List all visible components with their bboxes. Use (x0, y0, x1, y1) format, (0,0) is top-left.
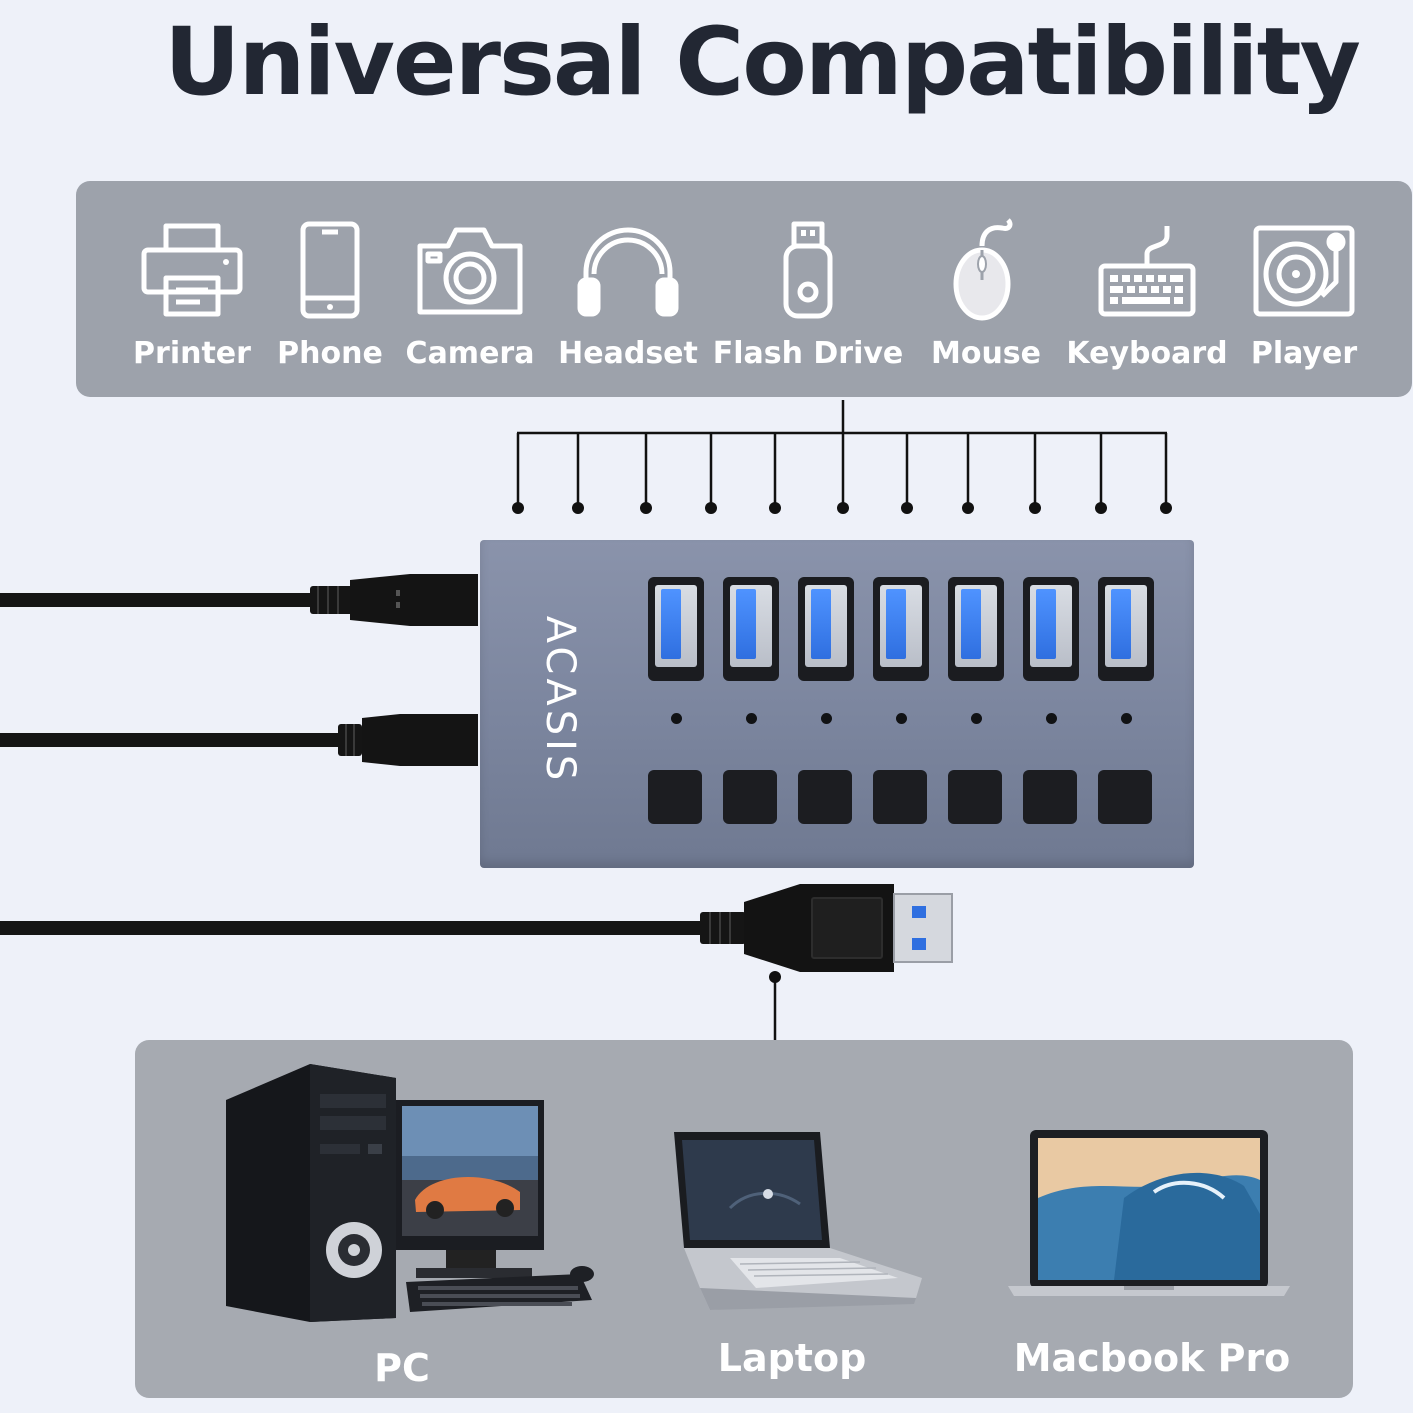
port-power-switch (723, 770, 777, 824)
laptop-illustration (674, 1132, 922, 1310)
port-led (1046, 713, 1057, 724)
usb-port (1023, 577, 1079, 681)
usb-port (648, 577, 704, 681)
device-headset: Headset (548, 181, 708, 397)
port-power-switch (873, 770, 927, 824)
port-led (971, 713, 982, 724)
usb-port (948, 577, 1004, 681)
mouse-icon (906, 215, 1066, 325)
port-power-switch (798, 770, 852, 824)
hub-brand-logo: ACASIS (537, 615, 583, 785)
device-label: Mouse (930, 336, 1042, 371)
host-label: PC (374, 1346, 430, 1390)
device-player: Player (1224, 181, 1384, 397)
pc-illustration (226, 1064, 594, 1322)
device-printer: Printer (112, 181, 272, 397)
port-power-switch (1023, 770, 1077, 824)
device-flash-drive: Flash Drive (713, 181, 903, 397)
usb-port (1098, 577, 1154, 681)
device-mouse: Mouse (906, 181, 1066, 397)
port-led (896, 713, 907, 724)
headset-icon (548, 215, 708, 325)
usb-port (873, 577, 929, 681)
port-power-switch (1098, 770, 1152, 824)
device-label: Printer (133, 336, 251, 371)
device-keyboard: Keyboard (1066, 181, 1228, 397)
flash-drive-icon (728, 215, 888, 325)
cables (0, 574, 953, 972)
device-phone: Phone (250, 181, 410, 397)
camera-icon (390, 215, 550, 325)
record-player-icon (1224, 215, 1384, 325)
macbook-illustration (1008, 1130, 1290, 1296)
device-label: Camera (405, 336, 535, 371)
port-led (671, 713, 682, 724)
printer-icon (112, 215, 272, 325)
port-power-switch (648, 770, 702, 824)
port-led (1121, 713, 1132, 724)
page-title: Universal Compatibility (164, 8, 1361, 117)
device-panel: Printer Phone Camera (76, 181, 1412, 397)
device-camera: Camera (390, 181, 550, 397)
usb-port (723, 577, 779, 681)
port-power-switch (948, 770, 1002, 824)
device-label: Headset (558, 336, 698, 371)
device-label: Flash Drive (712, 336, 904, 371)
keyboard-icon (1067, 215, 1227, 325)
device-label: Player (1250, 336, 1358, 371)
host-label: Macbook Pro (1013, 1336, 1291, 1380)
usb-port (798, 577, 854, 681)
device-label: Keyboard (1066, 336, 1228, 371)
port-led (746, 713, 757, 724)
phone-icon (250, 215, 410, 325)
port-led (821, 713, 832, 724)
host-label: Laptop (717, 1336, 867, 1380)
device-label: Phone (277, 336, 383, 371)
